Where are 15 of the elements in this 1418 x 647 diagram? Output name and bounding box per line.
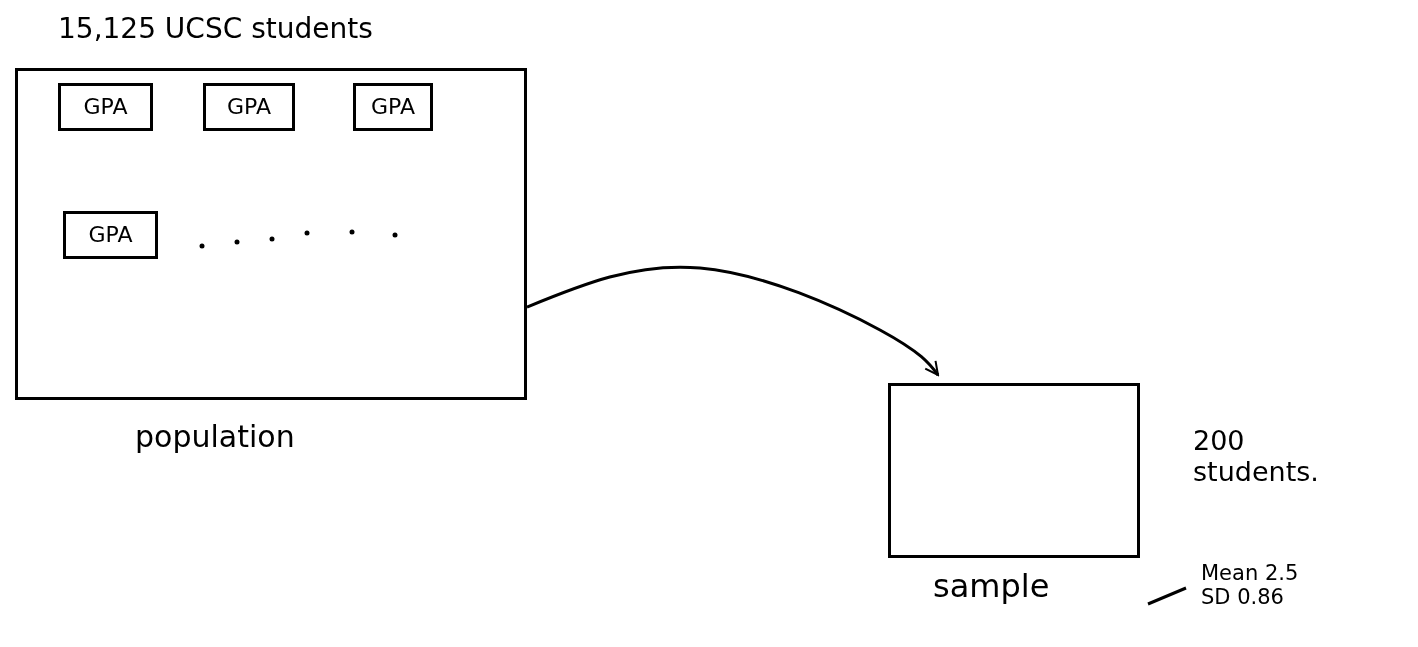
gpa-card xyxy=(63,211,158,259)
gpa-label: GPA xyxy=(82,94,129,120)
population-label: population xyxy=(135,420,295,455)
sample-size-note: 200 students. xyxy=(1193,425,1320,488)
gpa-label: GPA xyxy=(370,94,416,120)
sample-label: sample xyxy=(933,568,1050,605)
sample-box xyxy=(888,383,1140,558)
sample-statistics-note: Mean 2.5 SD 0.86 xyxy=(1201,561,1300,610)
curved-arrow xyxy=(526,265,940,376)
gpa-card xyxy=(203,83,295,131)
gpa-card xyxy=(58,83,153,131)
population-heading: 15,125 UCSC students xyxy=(58,13,373,46)
gpa-label: GPA xyxy=(226,94,272,120)
gpa-label: GPA xyxy=(87,222,134,248)
gpa-card xyxy=(353,83,433,131)
